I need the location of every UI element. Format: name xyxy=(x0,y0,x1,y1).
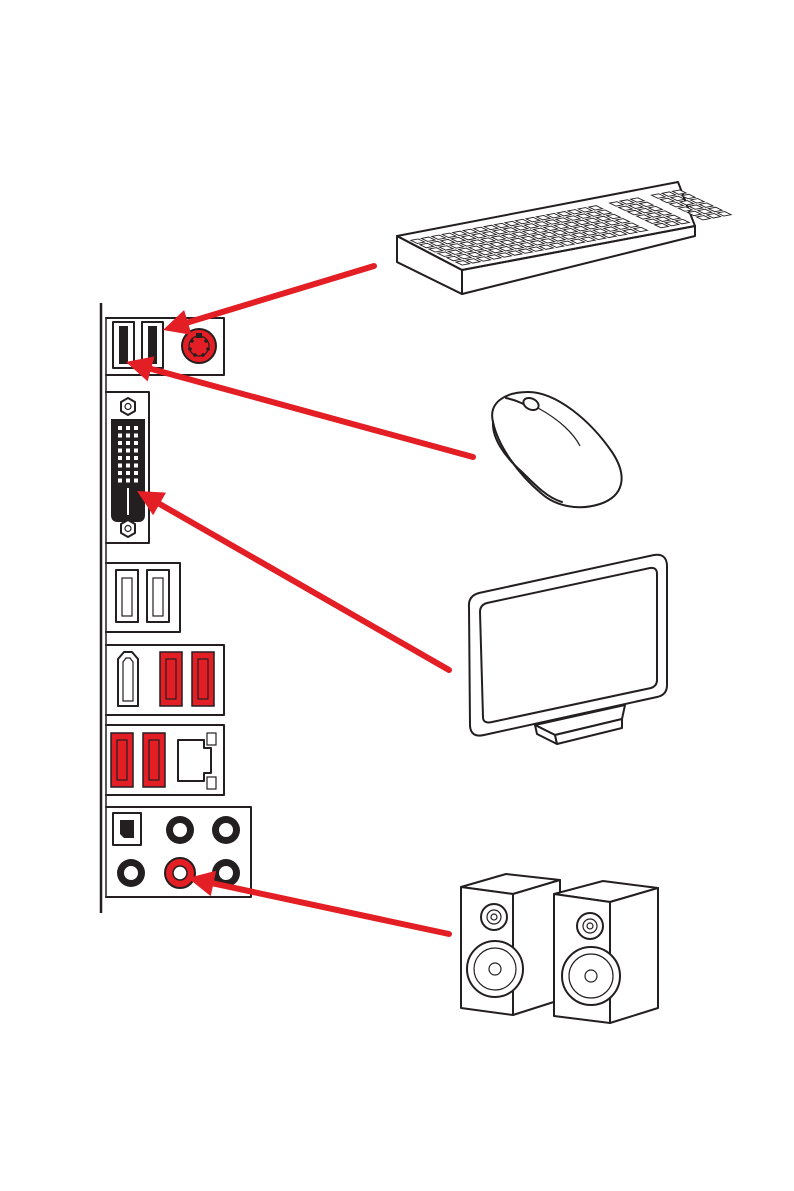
mouse-icon xyxy=(492,392,621,507)
dvi-pin xyxy=(134,464,138,468)
usb-white-pair xyxy=(106,563,180,632)
audio-jack-icon xyxy=(166,816,194,844)
optical-spdif xyxy=(113,813,141,845)
dvi-pin xyxy=(134,434,138,438)
monitor-icon xyxy=(469,555,667,744)
dvi-pin xyxy=(118,434,122,438)
keyboard-key xyxy=(697,216,711,220)
audio-jack-icon xyxy=(212,816,240,844)
dvi-pin xyxy=(134,471,138,475)
usb-port-tongue xyxy=(119,326,128,364)
arrow-speakers-to-audio-jacks xyxy=(211,883,449,934)
dvi-pin xyxy=(118,479,122,483)
usb-port-icon xyxy=(160,652,182,706)
hdmi-usb-block xyxy=(106,645,224,715)
arrow-mouse-to-usb-2-pair xyxy=(149,368,473,457)
hex-screw-icon xyxy=(121,520,135,537)
dvi-pin xyxy=(126,434,130,438)
usb-lan-block xyxy=(106,725,224,795)
lan xyxy=(178,733,216,789)
usb-red-pair-upper xyxy=(160,652,214,706)
dvi-pin xyxy=(126,479,130,483)
dvi-pin xyxy=(134,479,138,483)
dvi-pin xyxy=(134,441,138,445)
dvi-pin xyxy=(126,471,130,475)
dvi-pin xyxy=(134,456,138,460)
io-panel xyxy=(101,303,251,913)
dvi-pin xyxy=(118,464,122,468)
dvi-pin xyxy=(118,441,122,445)
keyboard-key xyxy=(690,199,704,203)
usb-port-icon xyxy=(143,733,165,787)
dvi-pin xyxy=(118,471,122,475)
dvi-pin xyxy=(126,456,130,460)
keyboard-key xyxy=(698,209,712,213)
keyboard-icon xyxy=(397,182,731,294)
audio-jack-icon xyxy=(165,858,195,888)
keyboard-key xyxy=(717,212,731,216)
dvi-pin xyxy=(126,449,130,453)
arrow-keyboard-to-usb-2-pair xyxy=(186,266,374,323)
dvi-pin xyxy=(118,456,122,460)
keyboard-key xyxy=(707,214,721,218)
dvi-pin xyxy=(118,449,122,453)
usb-port-icon xyxy=(111,733,133,787)
hdmi xyxy=(118,652,138,706)
hex-screw-icon xyxy=(121,398,135,415)
dvi-pin xyxy=(126,441,130,445)
dvi-pin xyxy=(134,449,138,453)
hdmi-port-icon xyxy=(118,652,138,706)
dvi-pin xyxy=(134,426,138,430)
keyboard-key xyxy=(708,207,722,211)
dvi-d xyxy=(106,392,149,543)
audio-block xyxy=(106,807,251,897)
usb-red-pair-lower xyxy=(111,733,165,787)
audio-jack-icon xyxy=(117,859,145,887)
arrowhead-keyboard xyxy=(163,310,192,335)
dvi-pin xyxy=(126,464,130,468)
lan-port-icon xyxy=(178,740,211,781)
keyboard-key xyxy=(689,205,703,209)
speakers-icon xyxy=(461,874,658,1023)
dvi-pin xyxy=(126,426,130,430)
usb-port-icon xyxy=(192,652,214,706)
keyboard-key xyxy=(699,203,713,207)
dvi-pin xyxy=(118,426,122,430)
